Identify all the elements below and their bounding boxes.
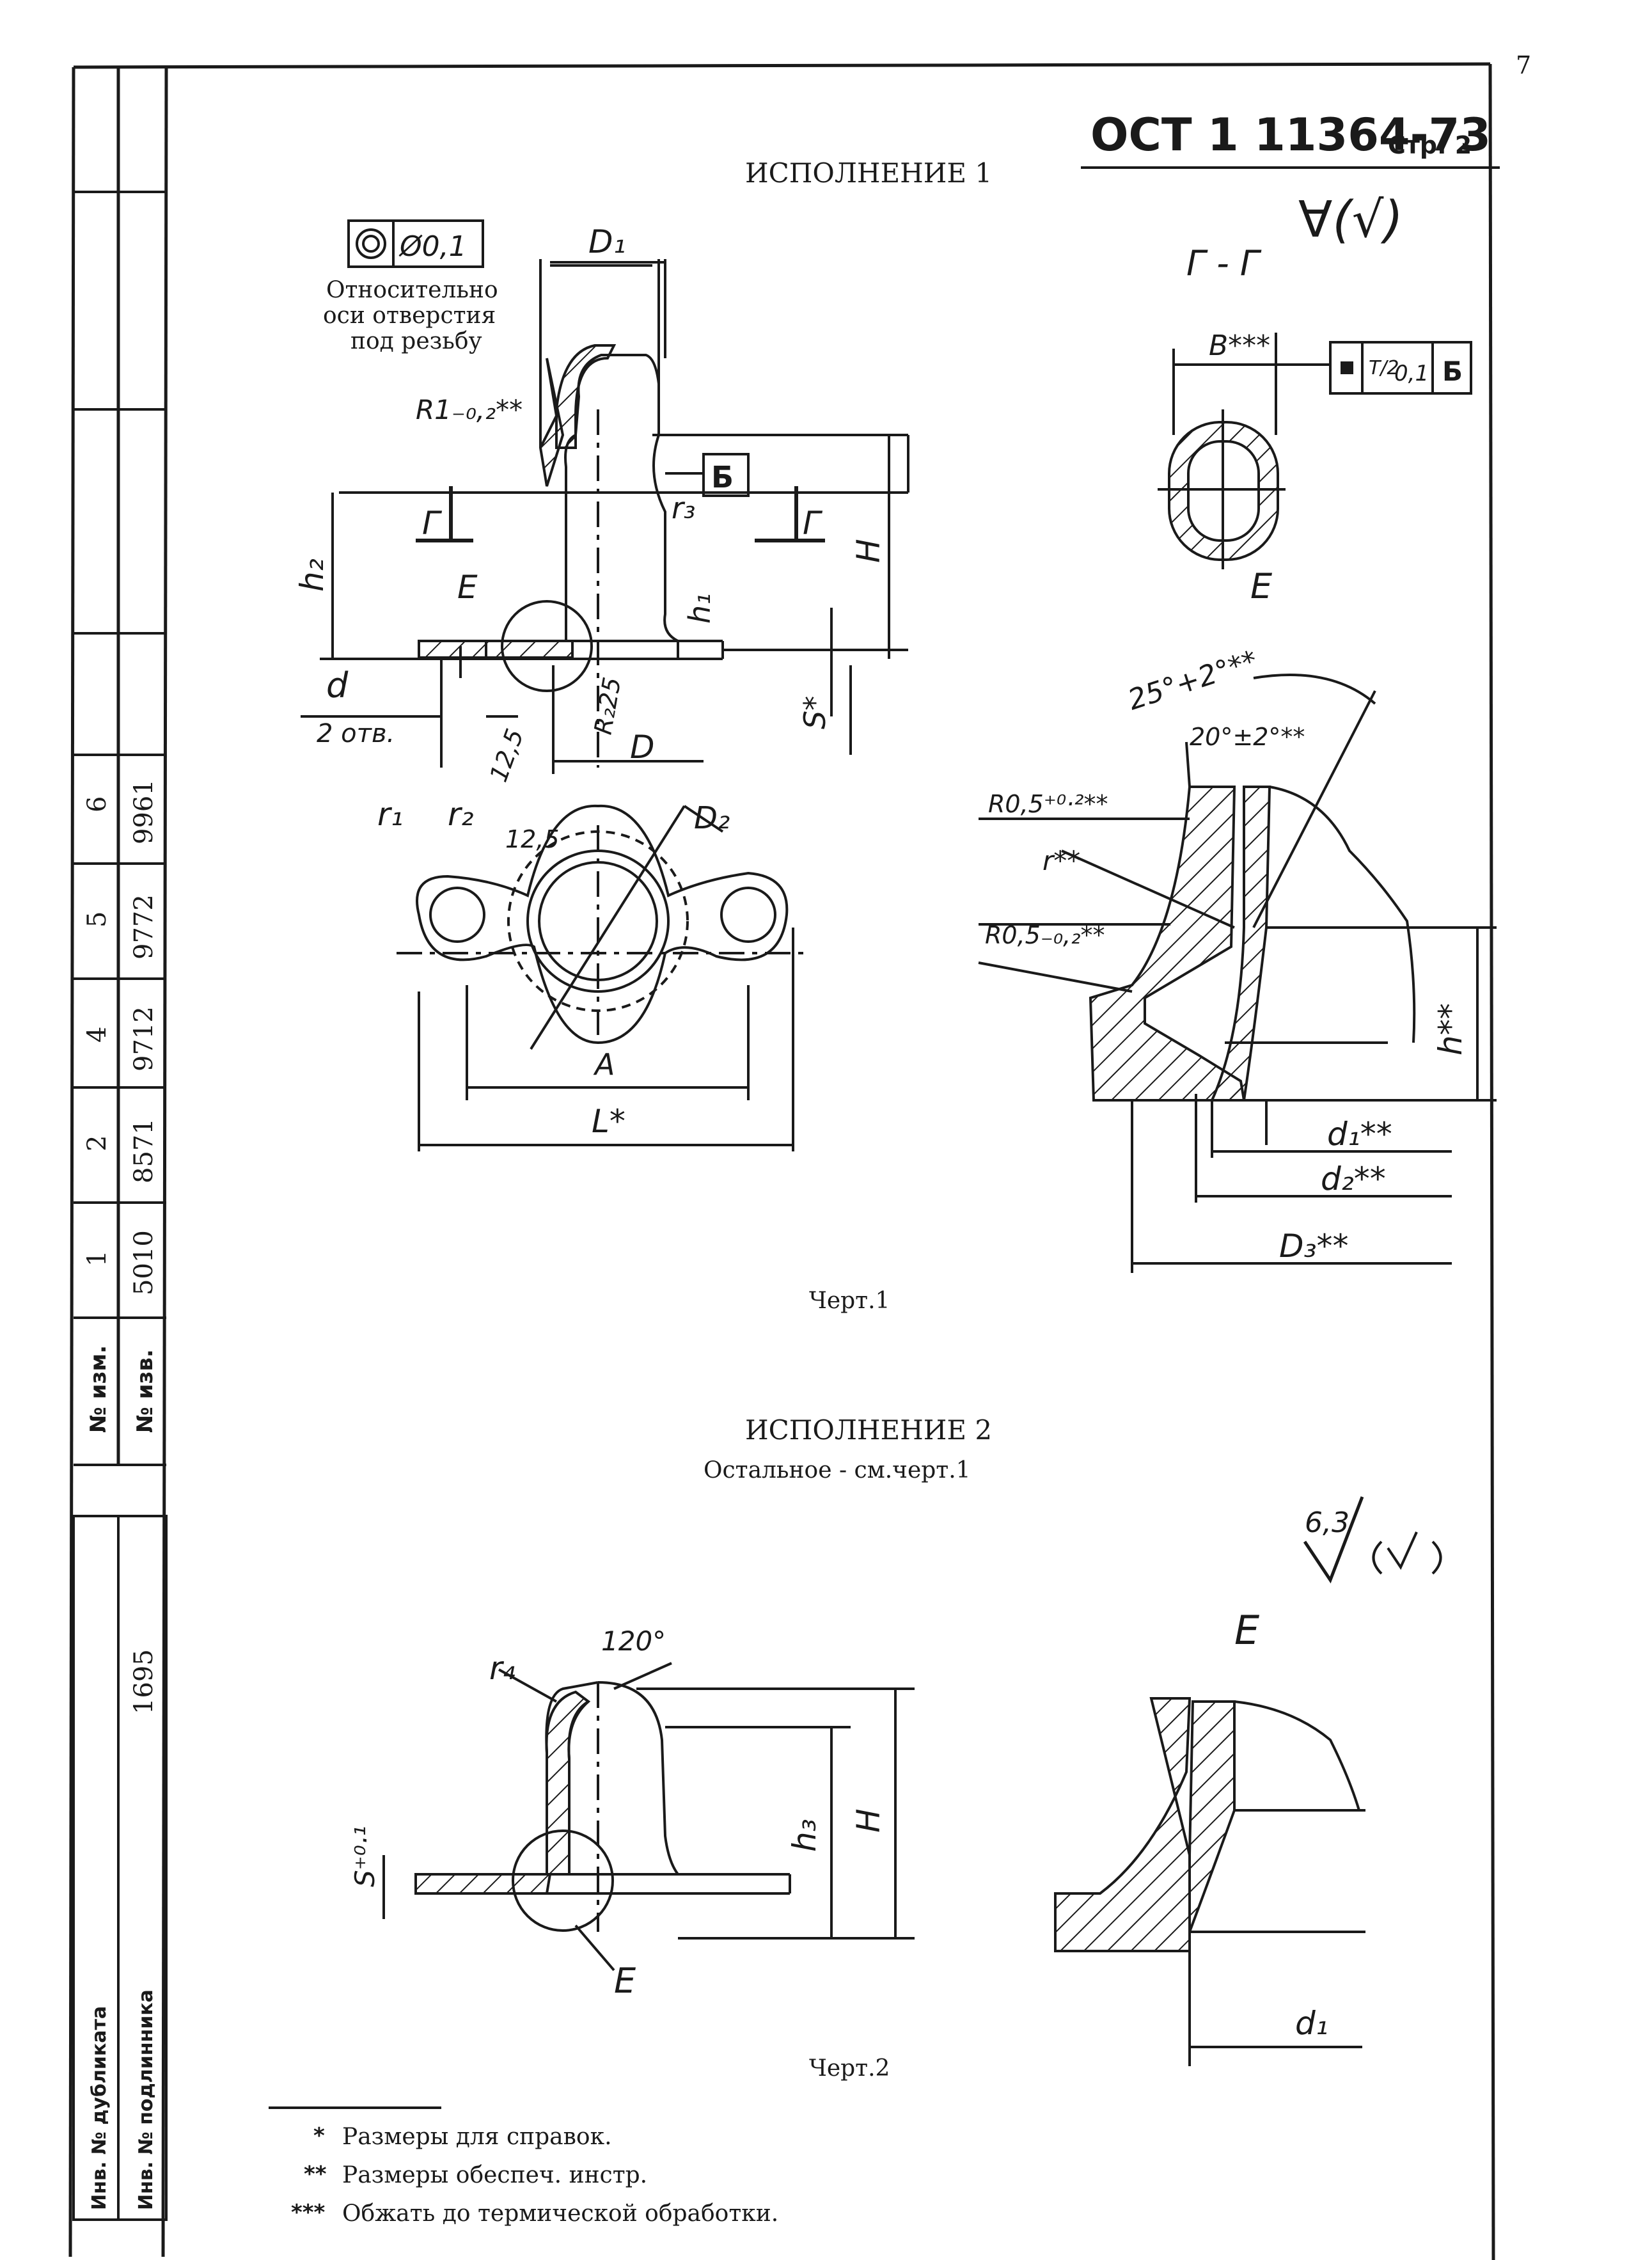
note-text: Размеры для справок.: [342, 2124, 612, 2150]
note-text: Обжать до термической обработки.: [342, 2201, 778, 2227]
R05-minus-label: R0,5₋₀,₂**: [985, 921, 1105, 949]
sheet-frame: [68, 62, 1495, 2260]
v2-S-label: S⁺⁰·¹: [349, 1826, 381, 1887]
r-label: r**: [1042, 845, 1080, 876]
doc-number: 5010: [129, 1230, 159, 1295]
label-D1: D₁: [588, 223, 626, 260]
drawing1-caption: Черт.1: [809, 1288, 890, 1314]
frame-cell: 0,1: [1394, 361, 1429, 386]
plan-view: r₁ r₂ 12,5 D₂ A L*: [377, 796, 806, 1151]
label-d: d: [326, 665, 349, 706]
doc-number: 9772: [129, 894, 159, 960]
rev-number: 2: [83, 1135, 112, 1151]
doc-label: № изв.: [132, 1349, 158, 1433]
variant2-subtitle: Остальное - см.черт.1: [704, 1457, 971, 1483]
variant2-title: ИСПОЛНЕНИЕ 2: [745, 1414, 992, 1446]
label-roughness-top: 12,5: [505, 825, 560, 853]
label-R1: R1₋₀,₂**: [416, 394, 523, 425]
original-inventory-label: Инв. № подлинника: [135, 1989, 157, 2210]
angle-outer-label: 25°+2°**: [1124, 644, 1261, 716]
section-gg-title: Г - Г: [1186, 243, 1262, 283]
label-r1: r₁: [377, 796, 404, 833]
v2-H-label: H: [850, 1808, 887, 1833]
section-gg: Г - Г B*** T/2 0,1 Б E: [1158, 243, 1472, 606]
d2-label: d₂**: [1321, 1160, 1386, 1197]
section-gg-E-label: E: [1250, 566, 1273, 606]
second-finish-symbol: 6,3: [1303, 1496, 1442, 1584]
duplicate-inventory-label: Инв. № дубликата: [88, 2006, 111, 2210]
variant1-title: ИСПОЛНЕНИЕ 1: [745, 157, 992, 189]
detail-e-view-2: E d₁: [1054, 1607, 1365, 2066]
rev-number: 1: [83, 1251, 112, 1267]
tolerance-value: Ø0,1: [398, 230, 467, 263]
doc-number: 9712: [129, 1006, 159, 1071]
note-text: Размеры обеспеч. инстр.: [342, 2162, 647, 2188]
label-r3: r₃: [672, 491, 695, 525]
label-A: A: [593, 1047, 615, 1082]
note-mark: **: [304, 2161, 327, 2187]
detail-e-view-1: 25°+2°** 20°±2°** R0,5⁺⁰·²** r** R0,5₋₀,…: [978, 644, 1497, 1273]
finish-value: 6,3: [1305, 1506, 1349, 1539]
drawing2-caption: Черт.2: [809, 2055, 890, 2082]
label-D: D: [630, 729, 655, 766]
d1-label: d₁**: [1327, 1116, 1392, 1153]
rev-number: 4: [83, 1027, 112, 1043]
h-label: h**: [1432, 1003, 1469, 1055]
variant2-section-view: 120° r₄ S⁺⁰·¹ h₃ H E: [349, 1625, 915, 2001]
v2-E-label: E: [614, 1961, 636, 2001]
doc-number: 8571: [129, 1118, 159, 1183]
label-roughness-225: R₂25: [589, 675, 627, 736]
note-mark: *: [313, 2123, 325, 2149]
label-h1: h₁: [682, 593, 717, 624]
R05-plus-label: R0,5⁺⁰·²**: [988, 790, 1108, 818]
section-gg-width-label: B***: [1209, 329, 1270, 362]
page-number: 7: [1516, 51, 1531, 79]
v2-angle-label: 120°: [601, 1625, 666, 1657]
angle-inner-label: 20°±2°**: [1190, 723, 1305, 751]
label-holes: 2 отв.: [317, 719, 395, 748]
label-L: L*: [592, 1103, 625, 1140]
rev-number: 6: [83, 796, 112, 812]
note-mark: ***: [291, 2200, 326, 2225]
label-G-right: Г: [803, 505, 823, 542]
label-r2: r₂: [448, 796, 474, 833]
frame-cell: Б: [1442, 356, 1463, 387]
rev-label: № изм.: [86, 1345, 111, 1433]
label-E: E: [457, 569, 478, 606]
tolerance-note-line: под резьбу: [350, 328, 482, 354]
inventory-number: 1695: [129, 1649, 159, 1714]
tolerance-note-line: Относительно: [326, 277, 498, 303]
rev-number: 5: [83, 912, 112, 928]
page-label: Стр. 2: [1388, 131, 1472, 159]
label-h2: h₂: [294, 558, 331, 592]
revision-strip: 6 5 4 2 1 9961 9772 9712 8571 5010 № изм…: [72, 191, 168, 2221]
front-section-view: D₁ R1₋₀,₂** Б r₃ Г Г h₂ E h₁ H S* d 2 от…: [294, 223, 909, 786]
label-G-left: Г: [422, 505, 443, 542]
label-H: H: [850, 539, 887, 563]
header: ОСТ 1 11364-73 Стр. 2 ∀(√): [1081, 109, 1500, 249]
label-B: Б: [711, 460, 734, 494]
label-S: S*: [798, 696, 832, 729]
label-D2: D₂: [694, 800, 730, 836]
doc-number: 9961: [129, 779, 159, 844]
standard-number: ОСТ 1 11364-73: [1090, 109, 1491, 161]
v2-r4-label: r₄: [489, 1650, 515, 1687]
v2-h3-label: h₃: [786, 1819, 823, 1852]
D3-label: D₃**: [1279, 1228, 1349, 1265]
tolerance-note-line: оси отверстия: [323, 303, 496, 329]
frame-cell: T/2: [1369, 357, 1399, 379]
label-roughness-125: 12,5: [484, 725, 529, 786]
detail-e2-d1: d₁: [1295, 2005, 1328, 2042]
surface-finish-symbol: ∀(√): [1298, 191, 1403, 249]
notes: * Размеры для справок. ** Размеры обеспе…: [269, 2106, 778, 2227]
detail-e2-title: E: [1234, 1607, 1260, 1654]
position-tolerance-frame: Ø0,1: [347, 219, 484, 268]
